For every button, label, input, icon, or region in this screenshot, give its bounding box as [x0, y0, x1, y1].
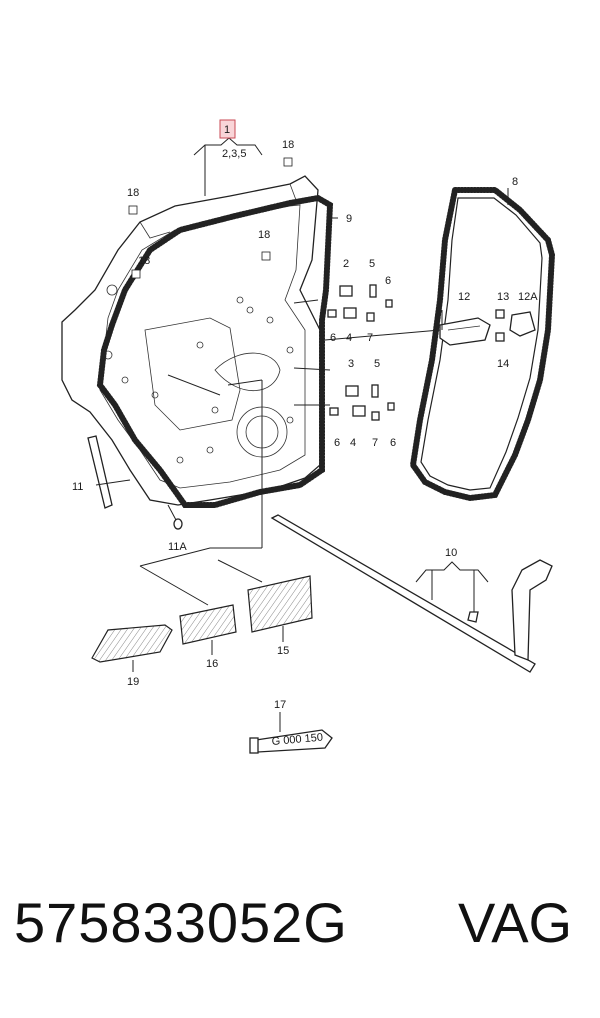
- callout-18-left: 18: [127, 187, 139, 199]
- callout-11A: 11A: [168, 541, 187, 553]
- callout-15: 15: [277, 645, 289, 657]
- exploded-parts-diagram: G 000 150 1 2,3,5 18 18: [61, 119, 556, 754]
- callout-9: 9: [346, 213, 352, 225]
- callout-4-upper: 4: [346, 332, 352, 344]
- callout-1: 1: [224, 124, 230, 136]
- callout-6-lower-left: 6: [334, 437, 340, 449]
- leader-lines: [95, 137, 509, 732]
- callout-16: 16: [206, 658, 218, 670]
- sealant-tube: G 000 150: [249, 729, 333, 754]
- callout-19: 19: [127, 676, 139, 688]
- callout-11: 11: [72, 481, 83, 493]
- callout-2: 2: [343, 258, 349, 270]
- callout-18-top: 18: [282, 139, 294, 151]
- inner-door-seal: [96, 194, 334, 508]
- callout-3: 3: [348, 358, 354, 370]
- callout-12: 12: [458, 291, 470, 303]
- part-number: 575833052G: [14, 891, 348, 954]
- callout-5-upper: 5: [369, 258, 375, 270]
- callout-5-lower: 5: [374, 358, 380, 370]
- callout-14: 14: [497, 358, 509, 370]
- brand-label: VAG: [458, 891, 573, 954]
- tube-label: G 000 150: [271, 732, 323, 748]
- insulation-pads: [91, 575, 313, 663]
- callout-6-upper-right: 6: [385, 275, 391, 287]
- outer-door-seal: [409, 187, 556, 502]
- callout-8: 8: [512, 176, 518, 188]
- callout-7-upper: 7: [367, 332, 373, 344]
- door-molding: [270, 514, 553, 673]
- callout-17: 17: [274, 699, 286, 711]
- callout-7-lower: 7: [372, 437, 378, 449]
- callout-4-lower: 4: [350, 437, 356, 449]
- footer: 575833052G VAG: [0, 890, 600, 990]
- callout-10: 10: [445, 547, 457, 559]
- hardware-cluster: [327, 284, 395, 421]
- callout-18-lower: 18: [138, 255, 150, 267]
- callout-6-lower-right: 6: [390, 437, 396, 449]
- callout-12A: 12A: [518, 291, 538, 303]
- callout-18-middle: 18: [258, 229, 270, 241]
- callout-2-3-5: 2,3,5: [222, 148, 246, 160]
- highlight-box: [219, 119, 236, 139]
- callout-6-upper-left: 6: [330, 332, 336, 344]
- callout-13: 13: [497, 291, 509, 303]
- lock-assembly: [439, 309, 536, 346]
- callouts: 1 2,3,5 18 18 18 18 9 8 2 5 6 6 4 7 3 5 …: [72, 124, 538, 711]
